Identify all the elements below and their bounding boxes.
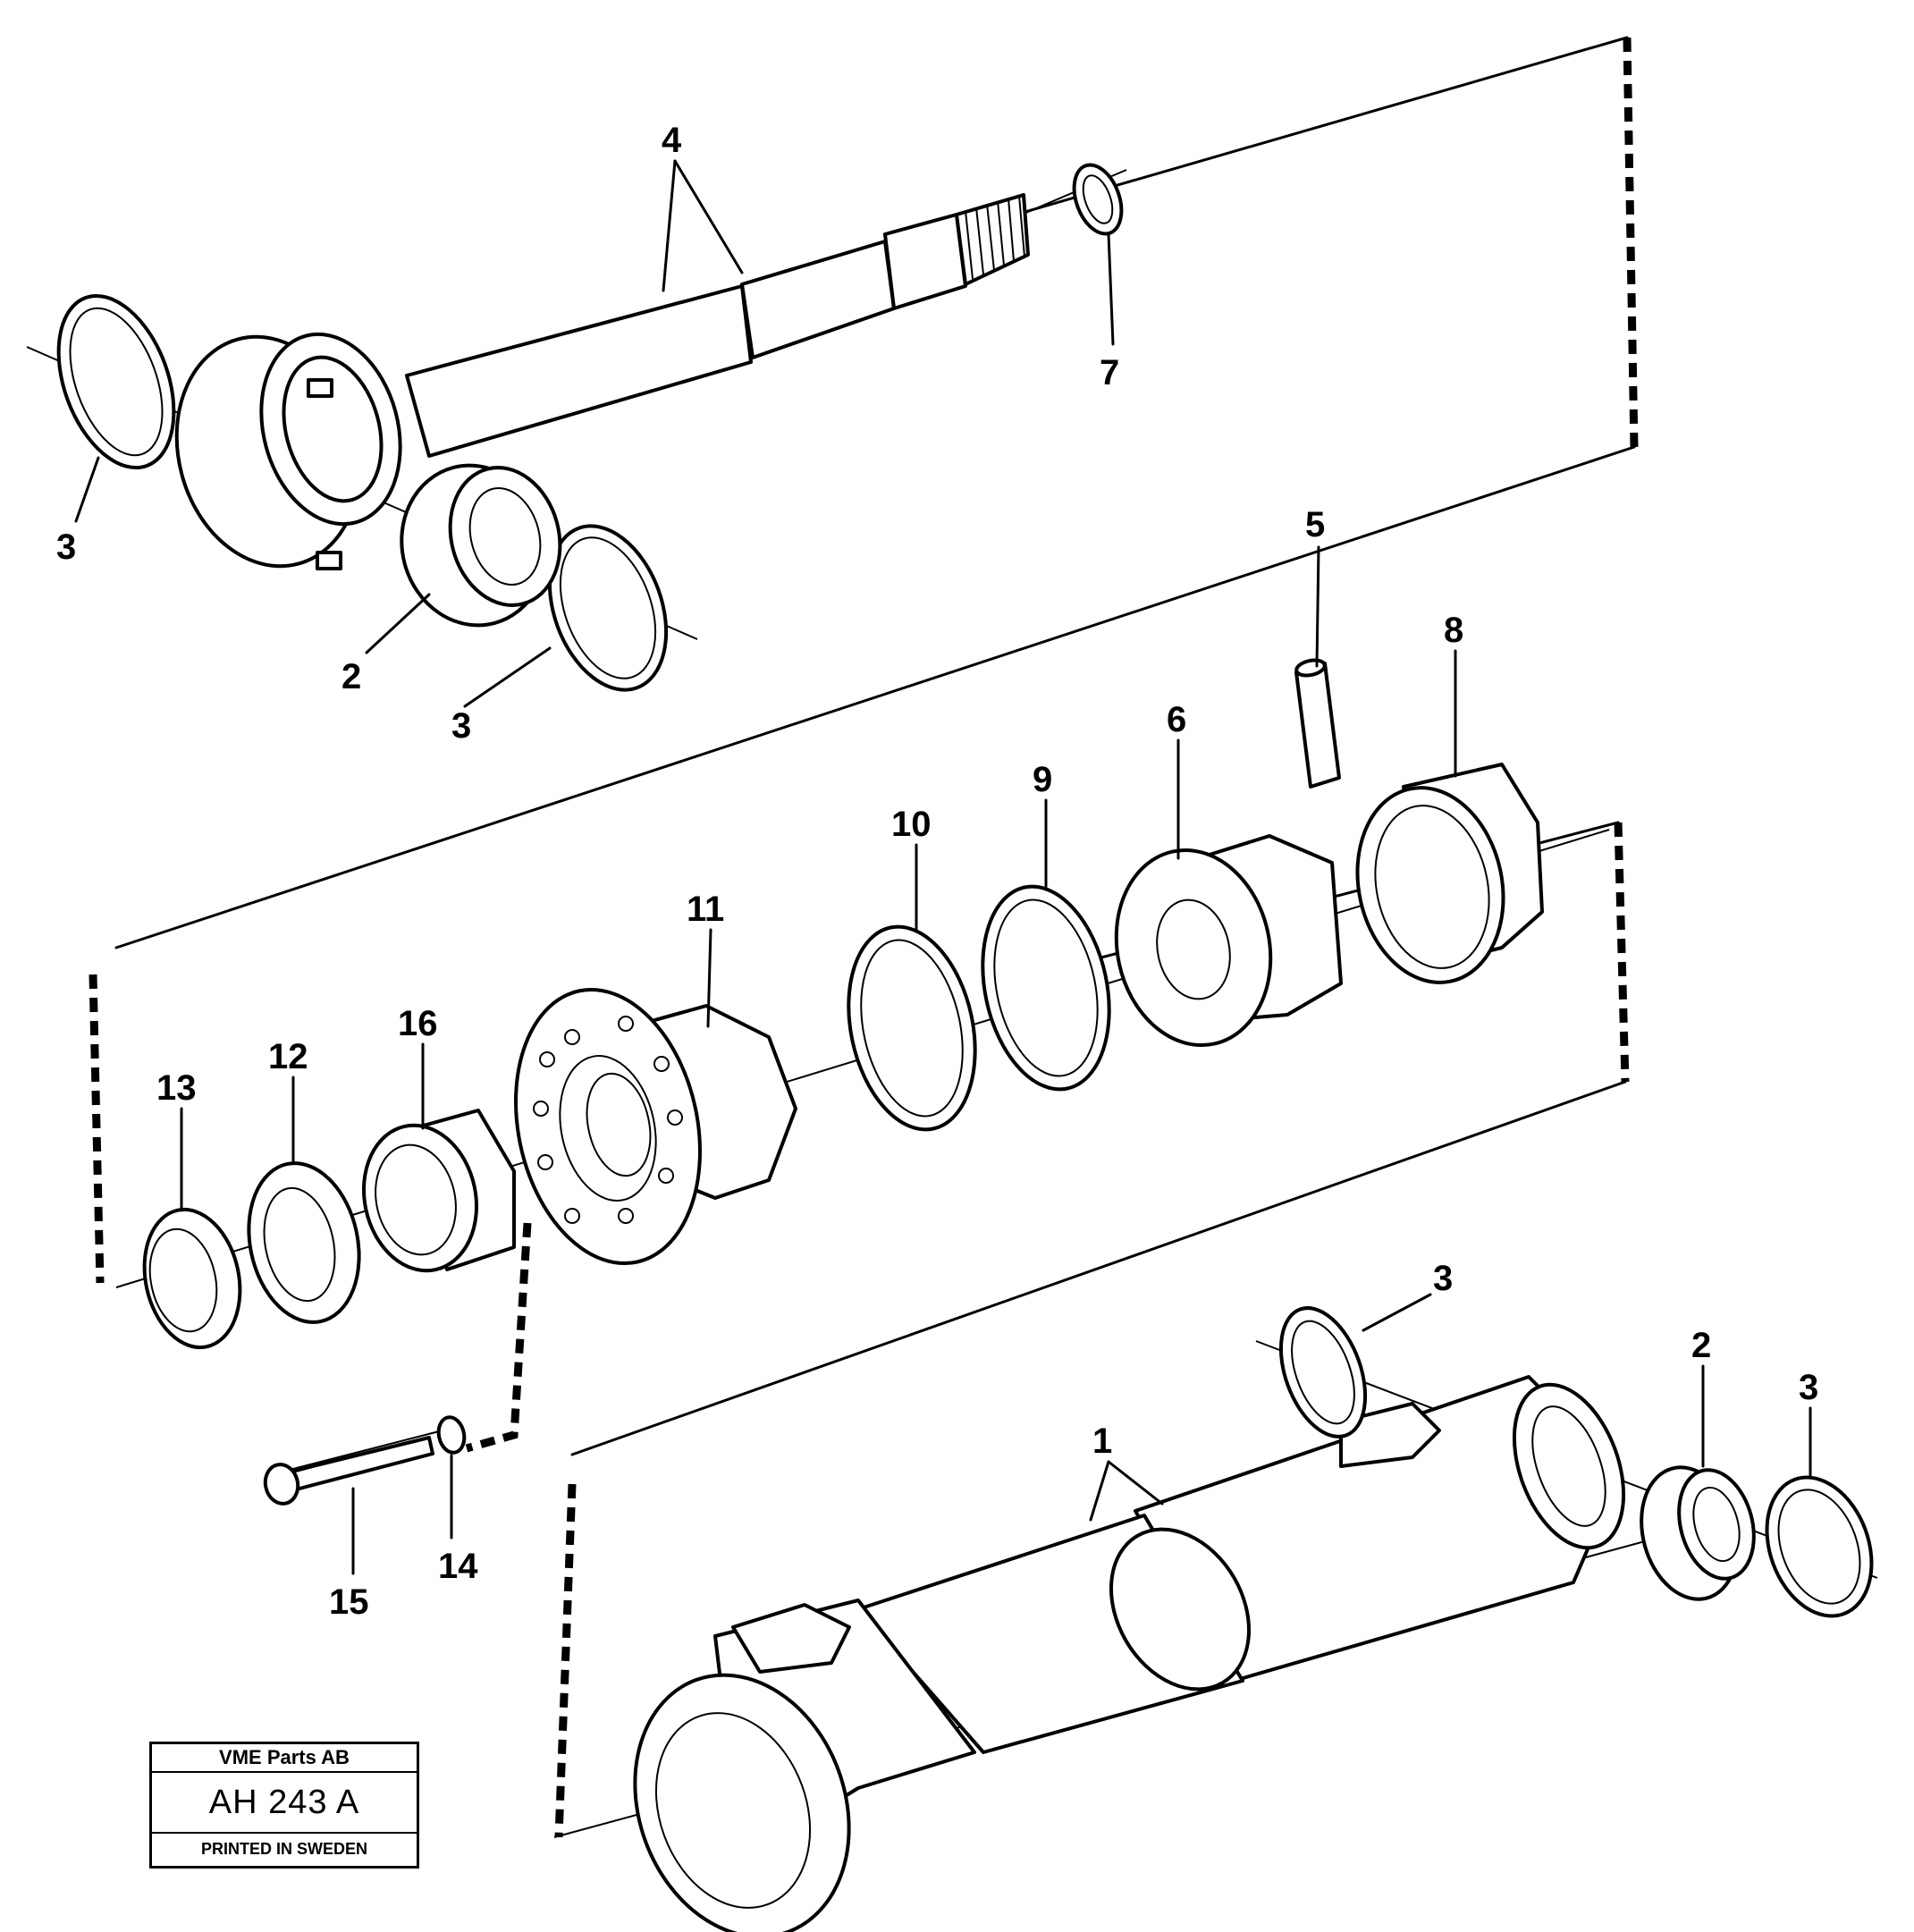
label-part-8: 8 xyxy=(1444,611,1463,650)
label-part-13: 13 xyxy=(156,1068,197,1108)
label-part-10: 10 xyxy=(891,805,932,844)
title-stamp: VME Parts AB AH 243 A PRINTED IN SWEDEN xyxy=(149,1742,419,1869)
stamp-printed-in: PRINTED IN SWEDEN xyxy=(200,1840,367,1858)
leader-lines xyxy=(74,159,1812,1575)
washer-14 xyxy=(436,1415,467,1455)
label-part-15: 15 xyxy=(329,1582,369,1622)
label-part-1: 1 xyxy=(1092,1422,1112,1461)
washer-7 xyxy=(1072,163,1124,236)
label-part-4: 4 xyxy=(662,121,682,160)
assembly-frames xyxy=(89,36,1639,1838)
piston-6 xyxy=(1114,834,1343,1048)
label-part-6: 6 xyxy=(1167,700,1186,739)
bolt-15 xyxy=(263,1436,434,1506)
label-part-5: 5 xyxy=(1305,505,1325,544)
cylinder-head-11 xyxy=(514,987,797,1266)
spherical-bearing-bottom xyxy=(1640,1465,1756,1601)
backup-ring-9 xyxy=(981,884,1111,1092)
label-part-3-bottom-left: 3 xyxy=(1433,1259,1453,1298)
label-part-3-bottom-right: 3 xyxy=(1799,1368,1818,1407)
label-part-3-top-right: 3 xyxy=(451,706,471,746)
bolt-holes xyxy=(533,1016,683,1224)
piston-seal-8 xyxy=(1355,763,1544,984)
retaining-ring-bottom-right xyxy=(1765,1475,1874,1618)
part-labels: 4 7 3 2 3 5 8 6 9 10 11 16 12 13 14 15 1… xyxy=(56,121,1818,1622)
label-part-14: 14 xyxy=(438,1547,478,1586)
stamp-company: VME Parts AB xyxy=(152,1744,417,1773)
seal-12 xyxy=(247,1161,361,1324)
label-part-16: 16 xyxy=(398,1004,438,1043)
cylinder-tube-1 xyxy=(633,1375,1626,1932)
label-part-3-top-left: 3 xyxy=(56,527,76,567)
label-part-2-top: 2 xyxy=(341,657,361,696)
retaining-ring-left xyxy=(56,293,176,470)
spherical-bearing-top xyxy=(400,463,562,628)
guide-bushing-16 xyxy=(362,1109,516,1273)
label-part-9: 9 xyxy=(1033,760,1052,799)
label-part-2-bottom: 2 xyxy=(1691,1326,1711,1365)
label-part-7: 7 xyxy=(1100,353,1119,392)
o-ring-10 xyxy=(847,924,977,1132)
stamp-drawing-code: AH 243 A xyxy=(152,1773,417,1834)
lock-pin-5 xyxy=(1294,658,1341,789)
retaining-ring-bottom-left xyxy=(1278,1306,1368,1438)
label-part-12: 12 xyxy=(268,1037,308,1076)
wiper-ring-13 xyxy=(142,1207,242,1350)
retaining-ring-right xyxy=(547,524,669,692)
piston-rod xyxy=(174,193,1030,570)
label-part-11: 11 xyxy=(687,890,724,929)
rod-thread xyxy=(965,195,1025,280)
